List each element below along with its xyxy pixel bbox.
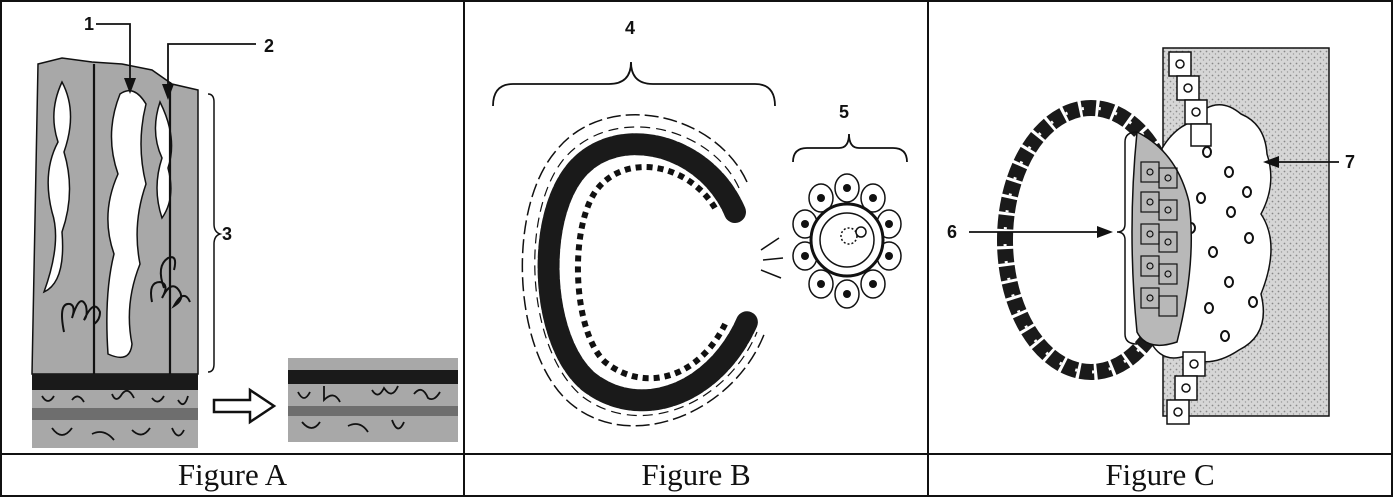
label-6: 6 bbox=[947, 222, 957, 242]
label-1: 1 bbox=[84, 14, 94, 34]
figure-b-caption: Figure B bbox=[463, 455, 929, 497]
mid-band bbox=[32, 408, 198, 420]
basal-layer-after bbox=[288, 358, 458, 370]
label-7: 7 bbox=[1345, 152, 1355, 172]
label-3: 3 bbox=[222, 224, 232, 244]
dark-band bbox=[32, 374, 198, 390]
figure-a-panel: 1 2 3 bbox=[0, 0, 465, 455]
mid-band-after bbox=[288, 406, 458, 416]
figure-a-caption: Figure A bbox=[0, 455, 465, 497]
figure-c-diagram: 6 7 bbox=[929, 2, 1391, 453]
figure-a-diagram: 1 2 3 bbox=[2, 2, 463, 453]
label-4-brace bbox=[493, 62, 775, 106]
figure-c-panel: 6 7 bbox=[927, 0, 1393, 455]
figure-c-caption: Figure C bbox=[927, 455, 1393, 497]
label-4: 4 bbox=[625, 18, 635, 38]
label-2: 2 bbox=[264, 36, 274, 56]
transition-arrow-icon bbox=[214, 390, 274, 422]
label-2-leader bbox=[168, 44, 256, 92]
figure-b-panel: 4 5 bbox=[463, 0, 929, 455]
label-5-brace bbox=[793, 134, 907, 162]
ovum-cytoplasm bbox=[820, 213, 874, 267]
label-5: 5 bbox=[839, 102, 849, 122]
label-3-bracket bbox=[208, 94, 220, 372]
figure-b-diagram: 4 5 bbox=[465, 2, 927, 453]
dark-band-after bbox=[288, 370, 458, 384]
